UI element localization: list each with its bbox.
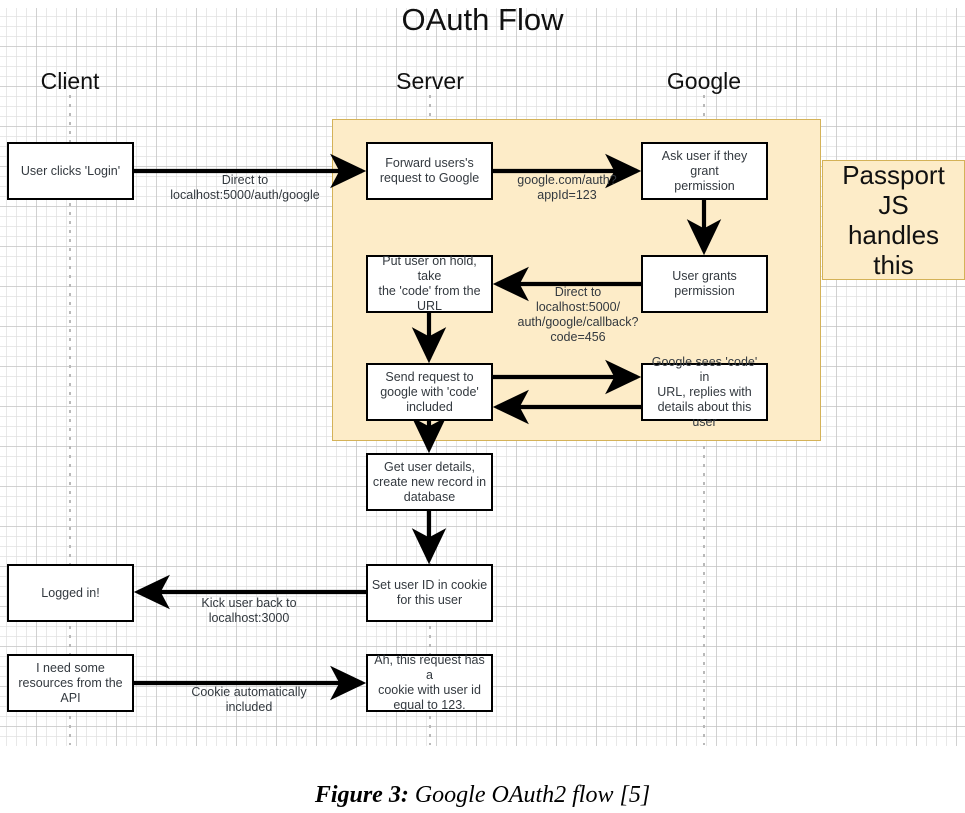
node-user-clicks-login[interactable]: User clicks 'Login' [7, 142, 134, 200]
figure-caption: Figure 3: Google OAuth2 flow [5] [0, 782, 965, 809]
node-forward-request[interactable]: Forward users's request to Google [366, 142, 493, 200]
figure-caption-text: Google OAuth2 flow [5] [408, 782, 651, 808]
edge-label-google-auth-appid: google.com/auth? appId=123 [517, 173, 617, 202]
edge-label-direct-to-auth-google: Direct to localhost:5000/auth/google [170, 173, 320, 202]
node-user-grants-permission[interactable]: User grants permission [641, 255, 768, 313]
node-send-request-google[interactable]: Send request to google with 'code' inclu… [366, 363, 493, 421]
edge-label-kick-user-back: Kick user back to localhost:3000 [201, 596, 297, 625]
passport-callout: Passport JS handles this [822, 160, 965, 280]
node-need-resources[interactable]: I need some resources from the API [7, 654, 134, 712]
column-header-google: Google [666, 68, 742, 94]
node-request-has-cookie[interactable]: Ah, this request has a cookie with user … [366, 653, 493, 712]
edge-label-direct-to-callback: Direct to localhost:5000/ auth/google/ca… [517, 285, 639, 344]
figure-caption-label: Figure 3: [314, 782, 409, 808]
node-put-user-on-hold[interactable]: Put user on hold, take the 'code' from t… [366, 254, 493, 313]
column-header-server: Server [396, 68, 464, 94]
edge-label-cookie-auto-included: Cookie automatically included [191, 685, 307, 714]
node-google-sees-code[interactable]: Google sees 'code' in URL, replies with … [641, 355, 768, 429]
node-ask-user-permission[interactable]: Ask user if they grant permission [641, 142, 768, 200]
column-header-client: Client [40, 68, 100, 94]
page-title: OAuth Flow [401, 2, 564, 37]
node-set-user-cookie[interactable]: Set user ID in cookie for this user [366, 564, 493, 622]
lane-line-client [69, 95, 71, 745]
node-get-user-details[interactable]: Get user details, create new record in d… [366, 453, 493, 511]
node-logged-in[interactable]: Logged in! [7, 564, 134, 622]
